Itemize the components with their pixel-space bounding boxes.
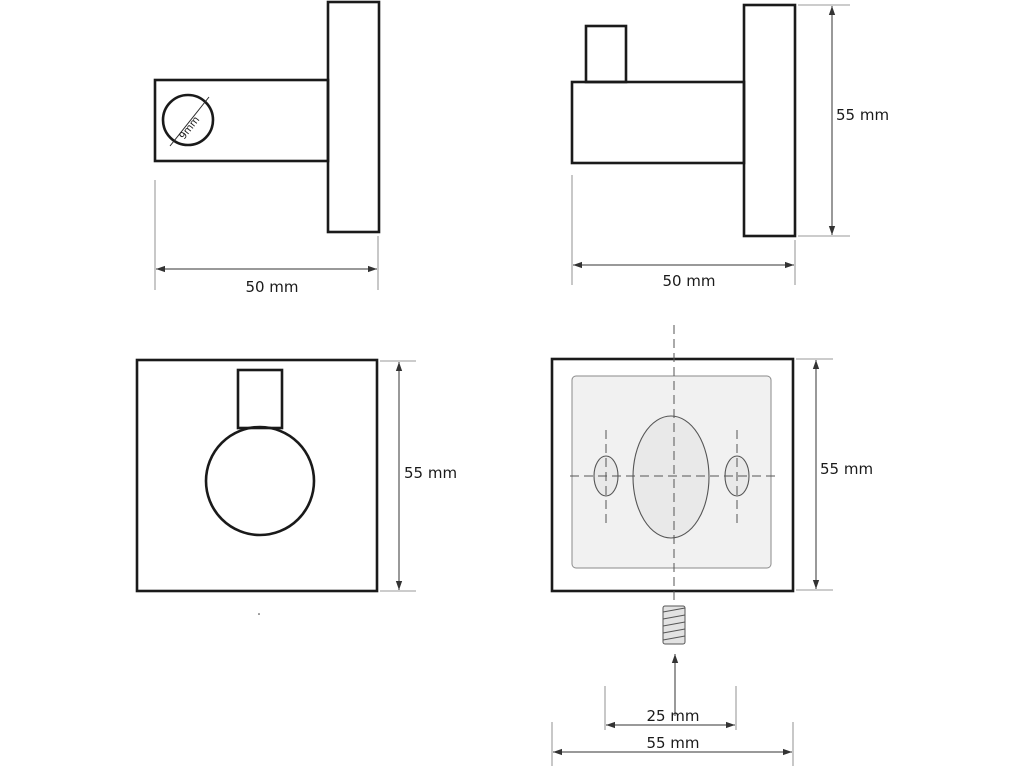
wall-plate-front	[135, 358, 379, 593]
height-dimension-label: 55 mm	[404, 464, 457, 482]
screw-thread	[662, 607, 686, 641]
wall-plate-back	[550, 357, 795, 593]
screw-shank	[662, 605, 686, 645]
width-dimension-label: 50 mm	[662, 272, 715, 290]
hook-arm	[570, 80, 746, 165]
center-mounting-hole	[632, 415, 710, 539]
side-view-right: 50 mm 55 mm	[570, 3, 889, 290]
hook-arm	[153, 78, 330, 163]
width-dimension-label: 50 mm	[245, 278, 298, 296]
bore-diameter-line	[169, 96, 210, 147]
screw	[662, 605, 686, 645]
wall-plate-side	[326, 0, 381, 234]
back-view: 55 mm 25 mm 55 mm	[550, 325, 873, 766]
bore-circle	[161, 93, 215, 147]
wall-plate-side	[742, 3, 797, 238]
side-view-left: 9mm 50 mm	[153, 0, 381, 296]
height-dimension-label: 55 mm	[836, 106, 889, 124]
hook-tip-front	[236, 368, 284, 430]
front-view: 55 mm	[135, 358, 457, 615]
height-dimension-label: 55 mm	[820, 460, 873, 478]
hook-end-circle	[204, 425, 316, 537]
stray-dot	[258, 613, 260, 615]
bore-diameter-label: 9mm	[178, 115, 203, 142]
hook-tip	[584, 24, 628, 84]
hole-spacing-label: 25 mm	[646, 707, 699, 725]
width-dimension-label: 55 mm	[646, 734, 699, 752]
